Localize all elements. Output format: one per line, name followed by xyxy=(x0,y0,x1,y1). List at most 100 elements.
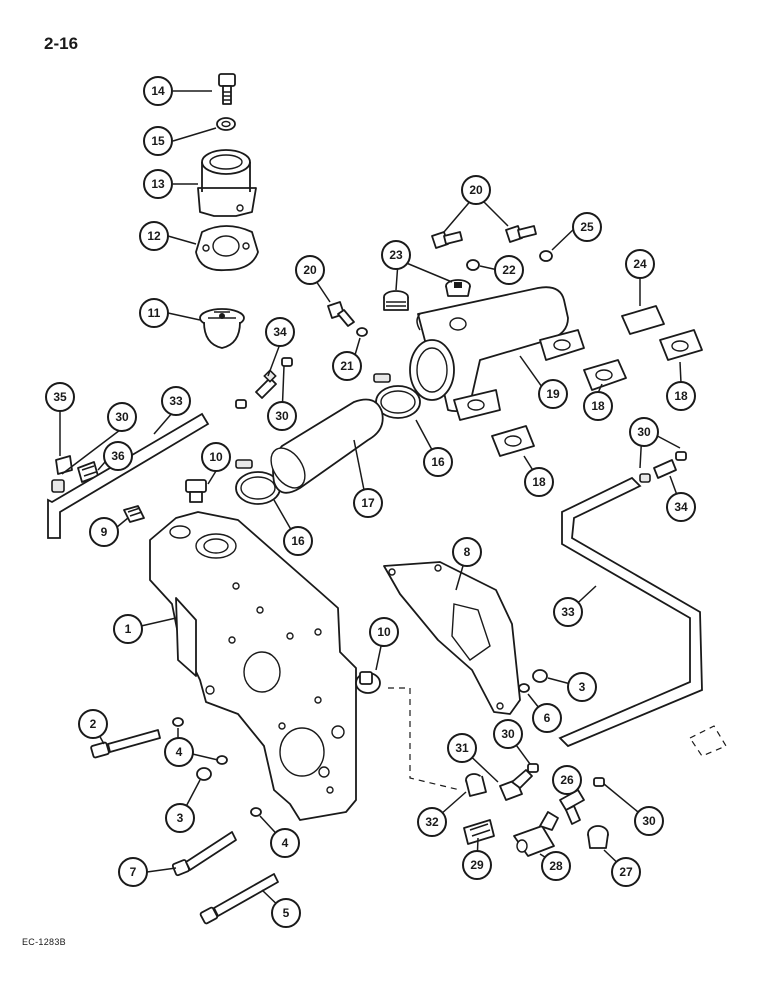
callout-33a: 33 xyxy=(161,386,191,416)
part-2-bolt xyxy=(90,729,161,759)
callout-29-label: 29 xyxy=(470,858,484,872)
callout-21: 21 xyxy=(332,351,362,381)
callout-24: 24 xyxy=(625,249,655,279)
callout-18b: 18 xyxy=(583,391,613,421)
part-8-gasket-plate xyxy=(383,561,521,715)
callout-7: 7 xyxy=(118,857,148,887)
callout-5: 5 xyxy=(271,898,301,928)
callout-3a: 3 xyxy=(567,672,597,702)
callout-28-label: 28 xyxy=(549,859,563,873)
callout-30b: 30 xyxy=(267,401,297,431)
part-19-water-manifold xyxy=(409,286,585,421)
part-34-hose-barb-upper xyxy=(255,369,277,399)
part-27-plug xyxy=(587,825,609,849)
callout-18a-label: 18 xyxy=(674,389,688,403)
part-10-plug-lower xyxy=(355,671,381,694)
callout-28: 28 xyxy=(541,851,571,881)
part-32-nipple xyxy=(465,773,487,797)
callout-30b-label: 30 xyxy=(275,409,289,423)
part-23-plug-lower xyxy=(383,290,409,311)
callout-3b-label: 3 xyxy=(177,811,184,825)
callout-34b-label: 34 xyxy=(674,500,688,514)
part-24-cover-plate xyxy=(621,305,665,335)
part-23-plug-upper xyxy=(445,279,471,297)
callout-31-label: 31 xyxy=(455,741,469,755)
part-31-elbow xyxy=(499,769,533,801)
part-6-washer xyxy=(518,683,530,693)
callout-35-label: 35 xyxy=(53,390,67,404)
part-18-gasket-a xyxy=(583,359,627,391)
callout-34a-label: 34 xyxy=(273,325,287,339)
callout-15: 15 xyxy=(143,126,173,156)
callout-25: 25 xyxy=(572,212,602,242)
callout-9: 9 xyxy=(89,517,119,547)
callout-10a: 10 xyxy=(201,442,231,472)
callout-5-label: 5 xyxy=(283,906,290,920)
part-30-clip-far-right xyxy=(593,777,605,787)
callout-30a-label: 30 xyxy=(115,410,129,424)
page-number: 2-16 xyxy=(44,34,79,53)
callout-20a-label: 20 xyxy=(469,183,483,197)
part-4-washer-lower xyxy=(250,807,262,817)
callout-33b: 33 xyxy=(553,597,583,627)
callout-35: 35 xyxy=(45,382,75,412)
callout-13-label: 13 xyxy=(151,177,165,191)
callout-1-label: 1 xyxy=(125,622,132,636)
callout-6-label: 6 xyxy=(544,711,551,725)
callout-33a-label: 33 xyxy=(169,394,183,408)
callout-31: 31 xyxy=(447,733,477,763)
part-30-clip-right xyxy=(675,451,687,461)
callout-22-label: 22 xyxy=(502,263,516,277)
part-25-washer xyxy=(539,250,553,262)
part-26-hose-barb xyxy=(559,789,585,825)
callout-12-label: 12 xyxy=(147,229,161,243)
callout-20a: 20 xyxy=(461,175,491,205)
part-1-water-pump-housing xyxy=(149,511,357,846)
callout-11-label: 11 xyxy=(148,306,161,320)
part-10-plug-upper xyxy=(185,479,207,503)
part-16-clamp-upper xyxy=(373,373,421,419)
callout-4a-label: 4 xyxy=(176,745,183,759)
callout-18b-label: 18 xyxy=(591,399,605,413)
callout-16a-label: 16 xyxy=(431,455,445,469)
callout-27-label: 27 xyxy=(619,865,633,879)
document-code: EC-1283B xyxy=(22,937,66,947)
callout-8: 8 xyxy=(452,537,482,567)
part-18-gasket-c xyxy=(491,425,535,457)
part-16-clamp-lower xyxy=(235,459,281,505)
callout-14: 14 xyxy=(143,76,173,106)
callout-6: 6 xyxy=(532,703,562,733)
callout-30c: 30 xyxy=(629,417,659,447)
callout-20b-label: 20 xyxy=(303,263,317,277)
callout-10b-label: 10 xyxy=(377,625,391,639)
part-9-plug xyxy=(123,505,145,523)
callout-16b-label: 16 xyxy=(291,534,305,548)
callout-30c-label: 30 xyxy=(637,425,651,439)
part-4-washer-upper xyxy=(172,717,184,727)
callout-30a: 30 xyxy=(107,402,137,432)
part-34-hose-barb-right xyxy=(639,459,677,483)
callout-20b: 20 xyxy=(295,255,325,285)
part-20-bolt-middle xyxy=(327,301,355,327)
callout-17-label: 17 xyxy=(361,496,375,510)
callout-14-label: 14 xyxy=(151,84,165,98)
callout-4b: 4 xyxy=(270,828,300,858)
callout-18c-label: 18 xyxy=(532,475,546,489)
callout-36-label: 36 xyxy=(111,449,125,463)
part-18-gasket-b xyxy=(659,329,703,361)
callout-7-label: 7 xyxy=(130,865,137,879)
callout-9-label: 9 xyxy=(101,525,108,539)
callout-19: 19 xyxy=(538,379,568,409)
callout-21-label: 21 xyxy=(340,359,354,373)
callout-2-label: 2 xyxy=(90,717,97,731)
callout-18a: 18 xyxy=(666,381,696,411)
part-13-thermostat-housing xyxy=(197,149,257,217)
part-33-pipe-left xyxy=(47,412,210,539)
part-28-tee xyxy=(513,811,559,857)
callout-32: 32 xyxy=(417,807,447,837)
callout-26-label: 26 xyxy=(560,773,574,787)
part-15-washer xyxy=(216,117,236,131)
part-3-nut-left xyxy=(196,767,212,781)
part-14-bolt xyxy=(218,73,236,105)
